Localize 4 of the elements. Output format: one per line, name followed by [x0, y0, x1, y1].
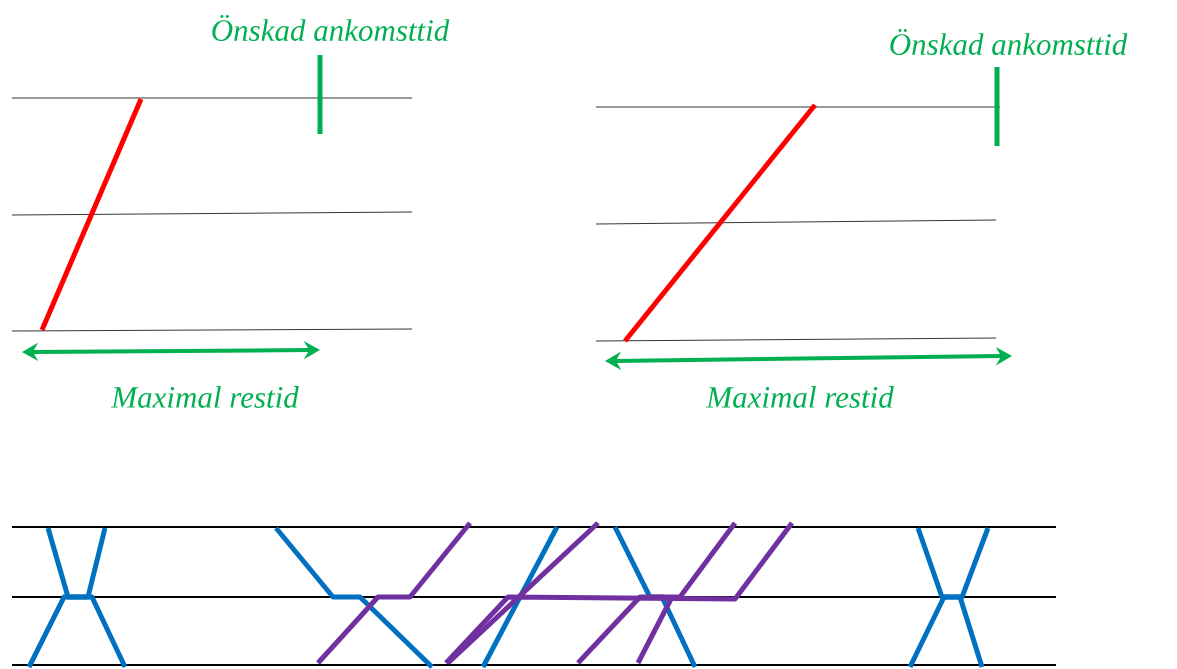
annotation-text: Önskad ankomsttid [212, 15, 450, 41]
annotation-text: Maximal restid [705, 386, 894, 408]
annotation-text: Maximal restid [110, 386, 299, 408]
annotation-text: Önskad ankomsttid [890, 29, 1128, 55]
